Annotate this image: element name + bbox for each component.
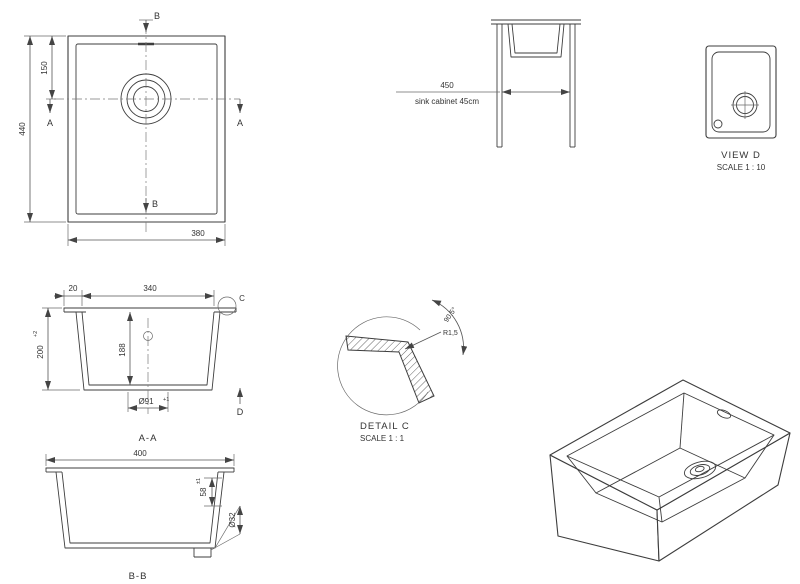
iso-bowl-bottom bbox=[595, 447, 746, 523]
detail-material-section bbox=[345, 335, 435, 404]
dim-58-label: 58 bbox=[199, 487, 208, 496]
dim-58: 58 ±1 bbox=[196, 477, 222, 507]
dim-340-label: 340 bbox=[143, 284, 157, 293]
view-d-outer bbox=[705, 45, 777, 139]
dim-150-label: 150 bbox=[40, 61, 49, 75]
detail-c-scale: SCALE 1 : 1 bbox=[360, 434, 405, 443]
section-bb: 400 58 ±1 Ø32 B-B bbox=[45, 449, 243, 582]
dim-58-tolerance: ±1 bbox=[196, 478, 202, 484]
section-a-right-label: A bbox=[237, 118, 243, 128]
dim-380-label: 380 bbox=[191, 229, 205, 238]
detail-c-marker-label: C bbox=[239, 294, 245, 303]
dim-400-label: 400 bbox=[133, 449, 147, 458]
cabinet-caption: sink cabinet 45cm bbox=[415, 97, 479, 106]
view-d-marker-label: D bbox=[237, 407, 244, 417]
sink-outer-edge bbox=[67, 35, 226, 223]
dim-380: 380 bbox=[67, 224, 226, 246]
fillet-radius-leader: R1,5 bbox=[404, 330, 458, 350]
section-bb-label: B-B bbox=[129, 571, 148, 582]
dim-drain-91: Ø91 +1 bbox=[127, 392, 169, 412]
section-b-top-label: B bbox=[154, 11, 160, 21]
dim-400: 400 bbox=[45, 449, 235, 466]
bb-bowl-outer bbox=[55, 471, 225, 549]
dim-20-label: 20 bbox=[69, 284, 78, 293]
dim-440-label: 440 bbox=[18, 122, 27, 136]
section-a-mark-right: A bbox=[237, 99, 243, 128]
section-a-mark-left: A bbox=[47, 99, 53, 128]
iso-drain bbox=[683, 460, 717, 480]
section-a-left-label: A bbox=[47, 118, 53, 128]
bb-drain-stub bbox=[193, 548, 212, 558]
detail-c: R1,5 90,5° DETAIL C SCALE 1 : 1 bbox=[337, 299, 468, 443]
dim-188-label: 188 bbox=[118, 343, 127, 357]
section-b-mark-bottom: B bbox=[143, 198, 158, 212]
dim-91-tolerance: +1 bbox=[163, 397, 169, 403]
plan-view: B B A A 150 440 bbox=[18, 11, 243, 246]
iso-overflow-hole bbox=[716, 409, 732, 419]
view-d-title: VIEW D bbox=[721, 150, 761, 161]
dim-200-tolerance: +2 bbox=[33, 331, 39, 337]
dim-188: 188 bbox=[118, 312, 133, 385]
view-d: VIEW D SCALE 1 : 10 bbox=[705, 45, 777, 172]
section-b-bottom-label: B bbox=[152, 199, 158, 209]
section-b-mark-top: B bbox=[139, 11, 160, 32]
view-d-arrow: D bbox=[237, 388, 244, 417]
cabinet-view: 450 sink cabinet 45cm bbox=[396, 19, 581, 148]
dim-450-label: 450 bbox=[440, 81, 454, 90]
angle-dimension: 90,5° bbox=[431, 299, 468, 356]
dim-450: 450 sink cabinet 45cm bbox=[396, 81, 570, 106]
view-d-scale: SCALE 1 : 10 bbox=[717, 163, 766, 172]
sink-bowl-edge bbox=[75, 43, 218, 215]
detail-c-title: DETAIL C bbox=[360, 421, 410, 432]
fillet-radius-label: R1,5 bbox=[443, 330, 458, 337]
dim-340: 340 bbox=[82, 284, 215, 306]
dim-91-label: Ø91 bbox=[138, 397, 154, 406]
view-d-overflow bbox=[713, 119, 723, 129]
iso-rim-top bbox=[549, 379, 791, 511]
section-aa: 20 340 188 200 +2 Ø91 +1 bbox=[33, 284, 245, 444]
dim-32-label: Ø32 bbox=[228, 512, 237, 528]
detail-break-line bbox=[337, 316, 429, 416]
dim-440: 440 bbox=[18, 36, 66, 223]
dim-20: 20 bbox=[54, 284, 92, 306]
dim-waste-32: Ø32 bbox=[210, 505, 243, 551]
sink-bowl-front-outer bbox=[507, 23, 565, 58]
dim-200: 200 +2 bbox=[33, 307, 80, 391]
view-d-bowl bbox=[711, 51, 771, 133]
isometric-view bbox=[549, 379, 791, 562]
dim-200-label: 200 bbox=[36, 345, 45, 359]
sink-bowl-front-inner bbox=[511, 23, 561, 54]
detail-c-balloon: C bbox=[217, 294, 245, 316]
bb-bowl-inner bbox=[61, 471, 219, 544]
section-aa-label: A-A bbox=[139, 433, 158, 444]
